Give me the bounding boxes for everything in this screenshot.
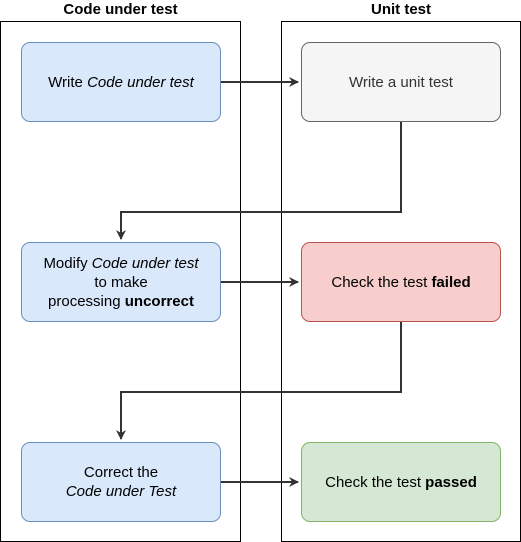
- step-modify-code[interactable]: Modify Code under test to make processin…: [21, 242, 221, 322]
- step-check-passed-label: Check the test passed: [325, 473, 477, 491]
- arrow-check-failed-to-correct-code: [116, 322, 402, 440]
- step-correct-code[interactable]: Correct the Code under Test: [21, 442, 221, 522]
- step-modify-code-label: Modify Code under test to make processin…: [43, 254, 199, 310]
- step-write-code-label: Write Code under test: [48, 73, 194, 91]
- step-check-failed-label: Check the test failed: [331, 273, 471, 291]
- step-check-passed[interactable]: Check the test passed: [301, 442, 501, 522]
- arrow-write-test-to-modify-code: [116, 122, 402, 240]
- step-correct-code-label: Correct the Code under Test: [65, 464, 177, 500]
- lane-title-unit-test: Unit test: [371, 1, 431, 18]
- lane-title-code-under-test: Code under test: [63, 1, 178, 18]
- step-write-code[interactable]: Write Code under test: [21, 42, 221, 122]
- step-write-test-label: Write a unit test: [349, 73, 453, 91]
- step-write-test[interactable]: Write a unit test: [301, 42, 501, 122]
- step-check-failed[interactable]: Check the test failed: [301, 242, 501, 322]
